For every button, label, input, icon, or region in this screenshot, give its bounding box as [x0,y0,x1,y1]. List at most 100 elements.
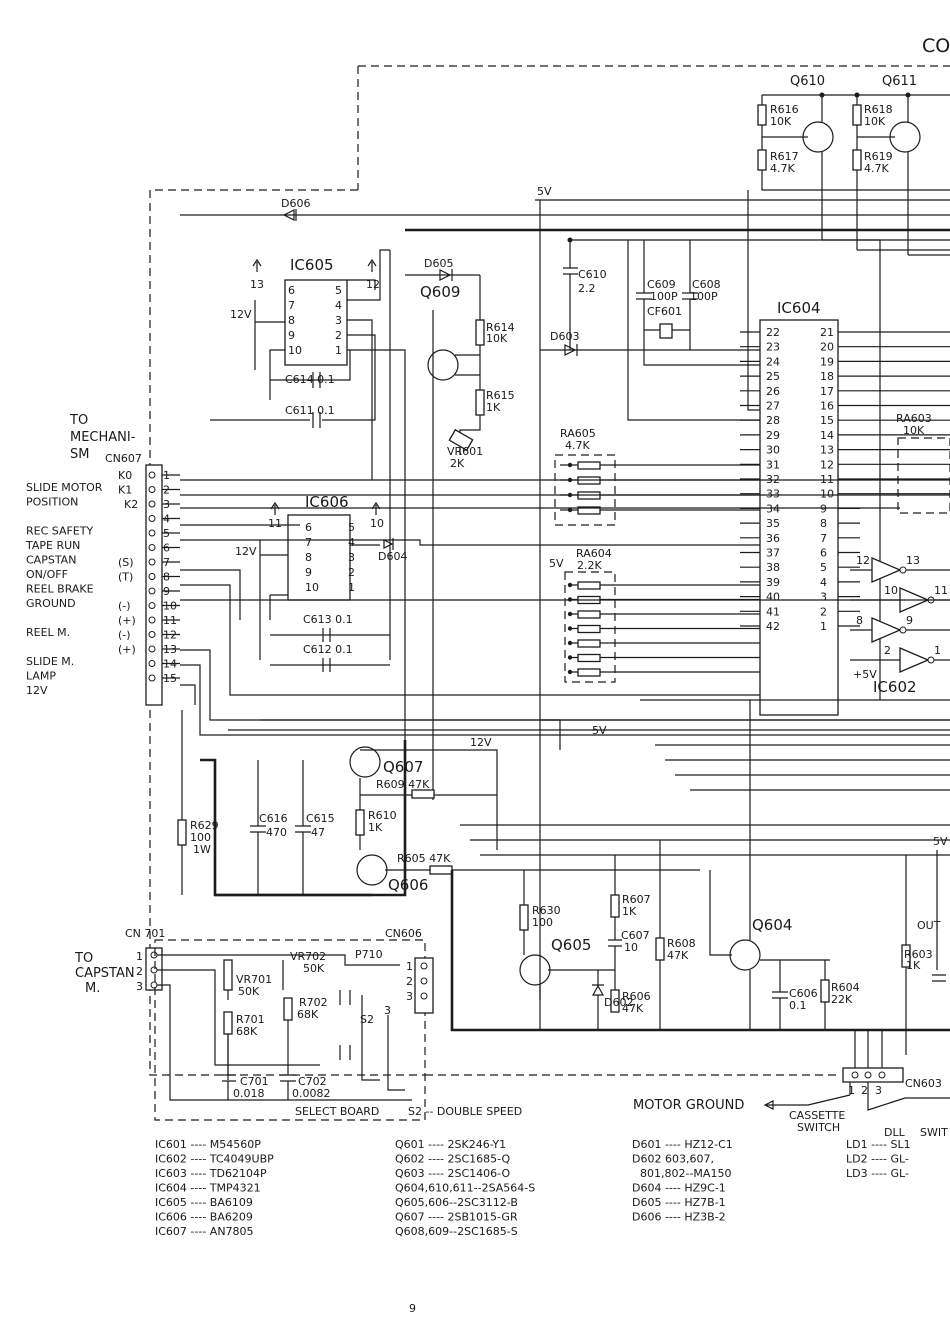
svg-text:3: 3 [136,980,143,993]
parts-list-entry: 801,802--MA150 [640,1167,731,1180]
svg-text:CAPSTAN: CAPSTAN [75,966,135,981]
svg-text:C606: C606 [789,987,818,1000]
connector-pin-code: (+) [118,643,136,656]
svg-text:0.018: 0.018 [233,1087,265,1100]
connector-pin-code: K2 [124,498,138,511]
svg-text:68K: 68K [297,1008,319,1021]
svg-text:50K: 50K [303,962,325,975]
svg-text:D606: D606 [281,197,310,210]
svg-text:VR701: VR701 [236,973,272,986]
svg-text:13: 13 [250,278,264,291]
connector-pin-name: REEL BRAKE [26,583,94,596]
svg-text:Q605: Q605 [551,936,591,954]
svg-text:M.: M. [85,981,100,996]
svg-text:100P: 100P [690,290,718,303]
svg-text:SWITCH: SWITCH [797,1121,840,1134]
svg-text:Q611: Q611 [882,74,917,89]
ic604-pin-label: 21 [820,326,834,339]
svg-text:+5V: +5V [853,668,877,681]
svg-text:R629: R629 [190,819,219,832]
svg-text:R702: R702 [299,996,328,1009]
connector-pin-code: (S) [118,556,134,569]
ic-pin-label: 7 [288,299,295,312]
ic-pin-label: 6 [288,284,295,297]
parts-list-entry: IC605 ---- BA6109 [155,1196,253,1209]
svg-text:CN 701: CN 701 [125,927,165,940]
svg-text:R610: R610 [368,809,397,822]
svg-text:470: 470 [266,826,287,839]
connector-pin [148,587,156,595]
svg-text:100P: 100P [650,290,678,303]
header-title-fragment: CO [922,35,950,57]
svg-text:DLL: DLL [884,1126,906,1139]
ic-pin-label: 10 [288,344,302,357]
svg-text:12V: 12V [470,736,492,749]
ic604-pin-label: 23 [766,341,780,354]
svg-text:CF601: CF601 [647,305,682,318]
ic604-pin-label: 40 [766,591,780,604]
ic604-pin-label: 39 [766,576,780,589]
ic-pin-label: 4 [348,536,355,549]
ic604-pin-label: 37 [766,547,780,560]
svg-text:5V: 5V [592,724,607,737]
svg-text:4.7K: 4.7K [770,162,795,175]
ic-pin-label: 2 [348,566,355,579]
inverter-bubble [899,566,907,574]
ic-pin-label: 1 [335,344,342,357]
svg-text:Q606: Q606 [388,876,428,894]
svg-text:TO: TO [69,413,88,428]
svg-text:R617: R617 [770,150,799,163]
svg-text:IC606: IC606 [305,493,349,511]
ic-pin-label: 3 [335,314,342,327]
connector-pin-name: REC SAFETY [26,525,93,538]
svg-text:2.2: 2.2 [578,282,596,295]
ic-pin-label: 3 [348,551,355,564]
svg-text:IC602: IC602 [873,678,917,696]
parts-list-entry: LD3 ---- GL- [846,1167,909,1180]
svg-text:68K: 68K [236,1025,258,1038]
connector-pin-code: K0 [118,469,132,482]
ic604-pin-label: 42 [766,620,780,633]
svg-text:C612 0.1: C612 0.1 [303,643,353,656]
q609-section: D605 Q609 R614 10K R615 1K VR601 2K [405,257,515,800]
ic604-pin-label: 19 [820,355,834,368]
svg-text:RA603: RA603 [896,412,932,425]
ra603: RA603 10K [896,412,950,514]
svg-text:47K: 47K [622,1002,644,1015]
ic604-pin-label: 22 [766,326,780,339]
lower-wiring: 5V 12V [180,479,950,897]
svg-text:VR702: VR702 [290,950,326,963]
svg-text:1K: 1K [368,821,383,834]
parts-list-entry: IC603 ---- TD62104P [155,1167,267,1180]
svg-text:P710: P710 [355,948,383,961]
ic604-pin-label: 41 [766,605,780,618]
ra604: 5V RA604 2.2K [549,547,760,683]
ic-pin-label: 7 [305,536,312,549]
connector-pin [148,602,156,609]
svg-text:Q609: Q609 [420,283,460,301]
parts-list-entry: LD2 ---- GL- [846,1153,909,1166]
svg-text:C702: C702 [298,1075,327,1088]
connector-pin-name: CAPSTAN [26,554,76,567]
svg-text:2: 2 [861,1084,868,1097]
ic604-pin-label: 6 [820,547,827,560]
ic604-pin-label: 12 [820,458,834,471]
svg-text:10K: 10K [864,115,886,128]
connector-pin-name: GROUND [26,597,76,610]
svg-text:R603: R603 [904,948,933,961]
ic604-pin-label: 18 [820,370,834,383]
connector-pin [148,674,156,682]
gate-pin-label: 1 [934,644,941,657]
parts-list-entry: LD1 ---- SL1 [846,1138,911,1151]
ic604-pin-label: 14 [820,429,834,442]
svg-text:OUT: OUT [917,919,941,932]
svg-text:C610: C610 [578,268,607,281]
parts-list-entry: Q601 ---- 2SK246-Y1 [395,1138,506,1151]
svg-text:R614: R614 [486,321,515,334]
svg-text:0.0082: 0.0082 [292,1087,331,1100]
svg-text:Q604: Q604 [752,916,792,934]
ic604-pin-label: 16 [820,400,834,413]
svg-text:MECHANI-: MECHANI- [70,430,136,445]
